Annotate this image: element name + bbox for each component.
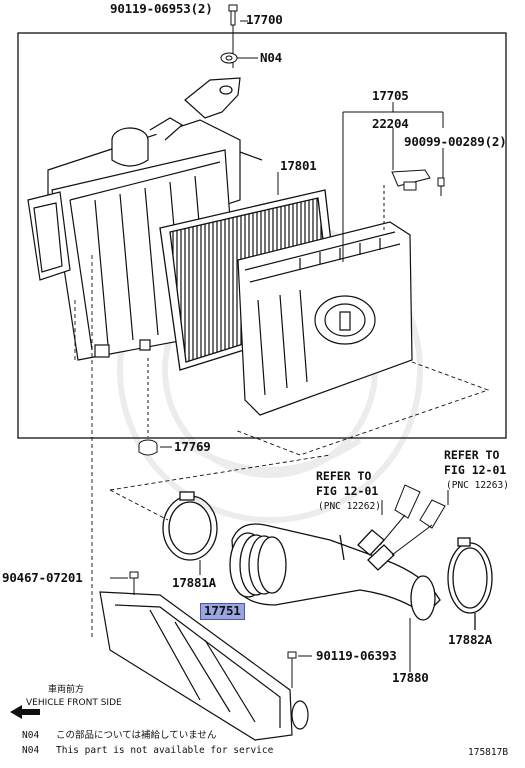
label-90119-06393[interactable]: 90119-06393 xyxy=(316,648,397,663)
vehicle-front-jp: 車両前方 xyxy=(48,685,85,695)
mass-air-flow-sensor xyxy=(383,169,431,230)
bolt-90119-06393 xyxy=(287,651,312,688)
ref-right-pnc: (PNC 12263) xyxy=(446,480,509,491)
label-90099-00289[interactable]: 90099-00289(2) xyxy=(404,134,507,149)
hose-clamp-17882a xyxy=(447,537,493,630)
referenced-hose-fittings xyxy=(379,484,446,556)
figure-id: 175817B xyxy=(468,747,509,758)
screw-90099-00289 xyxy=(437,177,445,196)
hose-clamp-17881a xyxy=(162,491,218,561)
grommet-n04 xyxy=(220,52,258,64)
bolt-90467-07201 xyxy=(110,571,139,595)
assembly-boundary-box xyxy=(17,32,507,439)
ref-right-line2[interactable]: FIG 12-01 xyxy=(444,463,507,477)
label-17700[interactable]: 17700 xyxy=(246,12,283,27)
label-90119-06953[interactable]: 90119-06953(2) xyxy=(110,1,213,16)
label-17705[interactable]: 17705 xyxy=(372,88,409,103)
ref-right-line1: REFER TO xyxy=(444,448,500,462)
vehicle-front-arrow xyxy=(10,705,40,719)
leader-17705 xyxy=(342,102,444,262)
air-cleaner-cap xyxy=(237,221,413,416)
note-jp-text: この部品については補給していません xyxy=(56,730,217,741)
note-en-text: This part is not available for service xyxy=(56,745,274,756)
label-22204[interactable]: 22204 xyxy=(372,116,409,131)
ref-left-line2[interactable]: FIG 12-01 xyxy=(316,484,379,498)
note-jp-code: N04 xyxy=(22,730,40,741)
intake-air-duct xyxy=(99,591,309,741)
clip-17769 xyxy=(138,358,172,456)
label-17751-highlighted[interactable]: 17751 xyxy=(200,603,245,620)
vehicle-front-en: VEHICLE FRONT SIDE xyxy=(26,698,122,708)
ref-left-pnc: (PNC 12262) xyxy=(318,501,381,512)
label-17801[interactable]: 17801 xyxy=(280,158,317,173)
label-17769[interactable]: 17769 xyxy=(174,439,211,454)
label-17881a[interactable]: 17881A xyxy=(172,575,216,590)
label-n04[interactable]: N04 xyxy=(260,50,282,65)
label-90467-07201[interactable]: 90467-07201 xyxy=(2,570,83,585)
ref-left-line1: REFER TO xyxy=(316,469,372,483)
label-17882a[interactable]: 17882A xyxy=(448,632,492,647)
intake-hose xyxy=(229,523,441,621)
note-en-code: N04 xyxy=(22,745,40,756)
label-17880[interactable]: 17880 xyxy=(392,670,429,685)
assembly-guide-lines xyxy=(74,255,490,640)
